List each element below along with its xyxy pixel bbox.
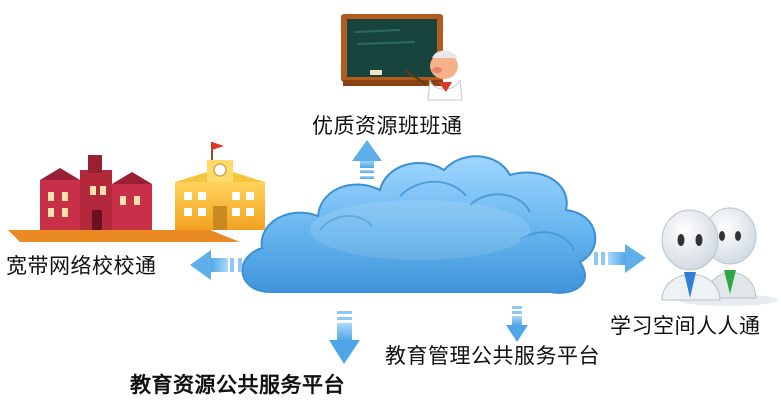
cloud-icon [241, 155, 597, 294]
people-figures-icon [661, 207, 778, 306]
arrow-down-left-icon [329, 311, 360, 364]
arrow-down-right-icon [506, 306, 528, 342]
label-top: 优质资源班班通 [312, 114, 463, 138]
label-bottom-left: 教育资源公共服务平台 [130, 373, 345, 397]
blackboard-teacher-icon [341, 14, 463, 101]
campus-buildings-icon [8, 142, 265, 242]
arrow-left-icon [190, 250, 242, 280]
label-left: 宽带网络校校通 [6, 254, 157, 278]
label-right: 学习空间人人通 [610, 314, 761, 338]
arrow-right-icon [594, 244, 646, 273]
arrow-up-icon [352, 140, 382, 179]
label-bottom-right: 教育管理公共服务平台 [385, 344, 600, 368]
